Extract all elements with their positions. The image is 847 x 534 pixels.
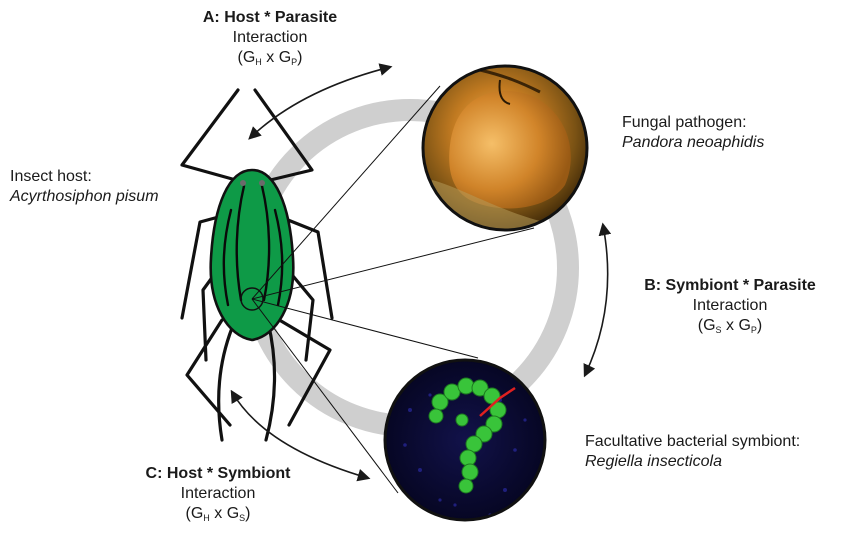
interaction-b-title: B: Symbiont * Parasite: [620, 276, 840, 296]
bacterial-symbiont-title: Facultative bacterial symbiont:: [585, 432, 847, 452]
arrow-symbiont-parasite: [585, 225, 608, 375]
interaction-c-title: C: Host * Symbiont: [128, 464, 308, 484]
bacterial-symbiont-label: Facultative bacterial symbiont: Regiella…: [585, 432, 847, 472]
interaction-b-subtitle: Interaction: [620, 296, 840, 316]
interaction-b-label: B: Symbiont * Parasite Interaction (GS x…: [620, 276, 840, 340]
aphid-eye-right: [259, 180, 265, 186]
interaction-c-formula: (GH x GS): [128, 504, 308, 528]
aphid-eye-left: [240, 180, 246, 186]
bacterial-symbiont-image: [385, 360, 545, 520]
interaction-b-formula: (GS x GP): [620, 316, 840, 340]
bacterial-symbiont-species: Regiella insecticola: [585, 452, 847, 472]
interaction-a-label: A: Host * Parasite Interaction (GH x GP): [190, 8, 350, 72]
insect-host-label: Insect host: Acyrthosiphon pisum: [10, 167, 210, 207]
fungal-pathogen-title: Fungal pathogen:: [622, 113, 822, 133]
insect-host-title: Insect host:: [10, 167, 210, 187]
interaction-a-subtitle: Interaction: [190, 28, 350, 48]
insect-host-species: Acyrthosiphon pisum: [10, 187, 210, 207]
fungal-pathogen-species: Pandora neoaphidis: [622, 133, 822, 153]
interaction-a-formula: (GH x GP): [190, 48, 350, 72]
fungal-pathogen-label: Fungal pathogen: Pandora neoaphidis: [622, 113, 822, 153]
interaction-c-subtitle: Interaction: [128, 484, 308, 504]
interaction-a-title: A: Host * Parasite: [190, 8, 350, 28]
interaction-c-label: C: Host * Symbiont Interaction (GH x GS): [128, 464, 308, 528]
